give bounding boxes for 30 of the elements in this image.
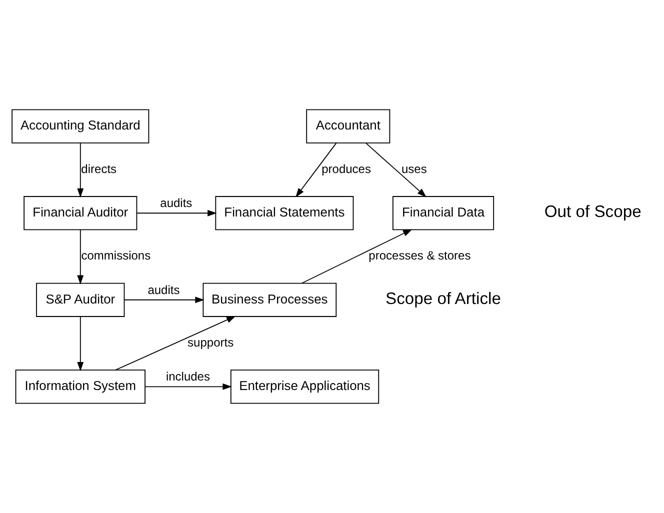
- node-box: Financial Auditor: [24, 196, 138, 230]
- edge-label: audits: [148, 282, 180, 297]
- arrow: [124, 296, 204, 304]
- edge-label: uses: [401, 162, 427, 176]
- arrow: [77, 230, 84, 284]
- arrow: [77, 316, 84, 372]
- edge-label: directs: [81, 162, 117, 176]
- arrow: [115, 316, 236, 370]
- arrow: [302, 229, 412, 284]
- edge-label: commissions: [81, 248, 151, 263]
- arrow: [296, 142, 337, 198]
- node-box: Information System: [15, 370, 146, 404]
- arrow: [77, 142, 84, 198]
- arrow: [136, 210, 217, 216]
- node-box: Accounting Standard: [12, 109, 150, 144]
- node-box: Enterprise Applications: [230, 370, 380, 404]
- edge-label: processes & stores: [368, 248, 471, 263]
- label: Scope of Article: [386, 288, 501, 308]
- node-box: Financial Data: [392, 196, 494, 230]
- edge-label: supports: [188, 335, 234, 350]
- edge-label: audits: [160, 196, 192, 210]
- node-box: Financial Statements: [215, 196, 354, 230]
- label: Out of Scope: [544, 202, 642, 222]
- node-box: Accountant: [306, 109, 390, 144]
- edge-label: includes: [166, 370, 210, 384]
- edge-label: produces: [322, 162, 371, 176]
- arrow: [144, 383, 232, 390]
- node-box: S&P Auditor: [36, 282, 125, 317]
- node-box: Business Processes: [202, 282, 337, 317]
- arrow: [366, 142, 426, 198]
